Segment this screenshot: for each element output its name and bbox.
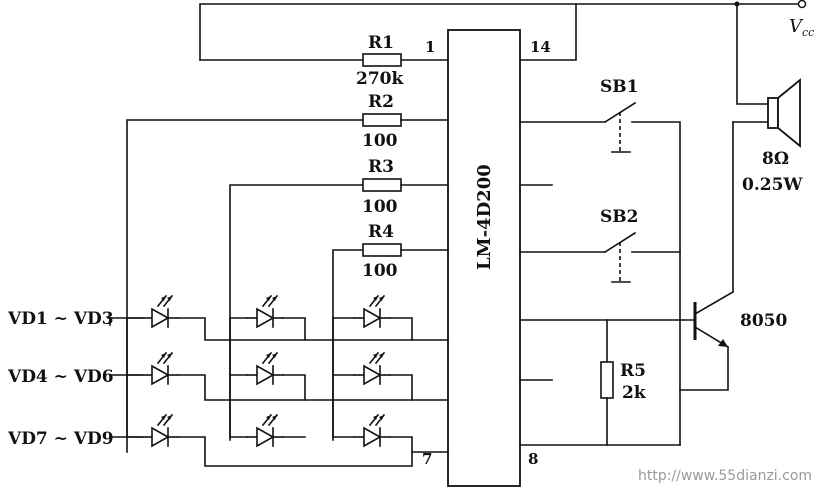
pin-8-label: 8 (528, 450, 538, 468)
watermark: http://www.55dianzi.com (638, 468, 812, 484)
led-row-2-label: VD4 ~ VD6 (7, 367, 114, 387)
switch-sb1: SB1 (519, 77, 681, 446)
vcc-terminal: V cc (789, 0, 814, 39)
r4-ref: R4 (368, 222, 394, 242)
resistor-r5: R5 2k (519, 319, 696, 446)
pin-14-label: 14 (530, 38, 551, 56)
resistor-r2: R2 100 (126, 92, 449, 453)
speaker-power: 0.25W (742, 175, 803, 195)
sb1-label: SB1 (600, 77, 638, 97)
resistor-r4: R4 100 (332, 222, 449, 441)
r4-value: 100 (362, 261, 398, 281)
led-vd7 (141, 414, 179, 447)
r2-value: 100 (362, 131, 398, 151)
transistor-8050: 8050 (679, 121, 787, 391)
vcc-label: V (789, 16, 804, 37)
led-row-1-label: VD1 ~ VD3 (7, 309, 114, 329)
resistor-r1: R1 270k (356, 33, 404, 89)
sb2-label: SB2 (600, 207, 638, 227)
pin-7-label: 7 (422, 450, 432, 468)
r1-value: 270k (356, 69, 404, 89)
led-vd5 (246, 352, 284, 385)
pin-1-label: 1 (425, 38, 435, 56)
r2-ref: R2 (368, 92, 394, 112)
led-vd6 (353, 352, 391, 385)
r3-value: 100 (362, 197, 398, 217)
supply-rail (199, 1, 799, 61)
vcc-subscript: cc (802, 26, 814, 39)
switch-sb2: SB2 (519, 207, 681, 283)
r1-ref: R1 (368, 33, 394, 53)
speaker-impedance: 8Ω (762, 149, 789, 169)
r3-ref: R3 (368, 157, 394, 177)
resistor-r3: R3 100 (229, 157, 449, 441)
r5-ref: R5 (620, 361, 646, 381)
led-vd3 (353, 295, 391, 328)
led-matrix (107, 295, 449, 467)
led-vd8 (246, 414, 284, 447)
led-row-3-label: VD7 ~ VD9 (7, 429, 114, 449)
led-vd4 (141, 352, 179, 385)
chip-lm4d200: LM-4D200 1 14 7 8 (422, 29, 551, 487)
led-vd2 (246, 295, 284, 328)
speaker: 8Ω 0.25W (732, 3, 803, 195)
chip-label: LM-4D200 (474, 164, 495, 270)
r5-value: 2k (622, 383, 647, 403)
transistor-label: 8050 (740, 311, 787, 331)
led-vd1 (141, 295, 179, 328)
led-vd9 (353, 414, 391, 447)
